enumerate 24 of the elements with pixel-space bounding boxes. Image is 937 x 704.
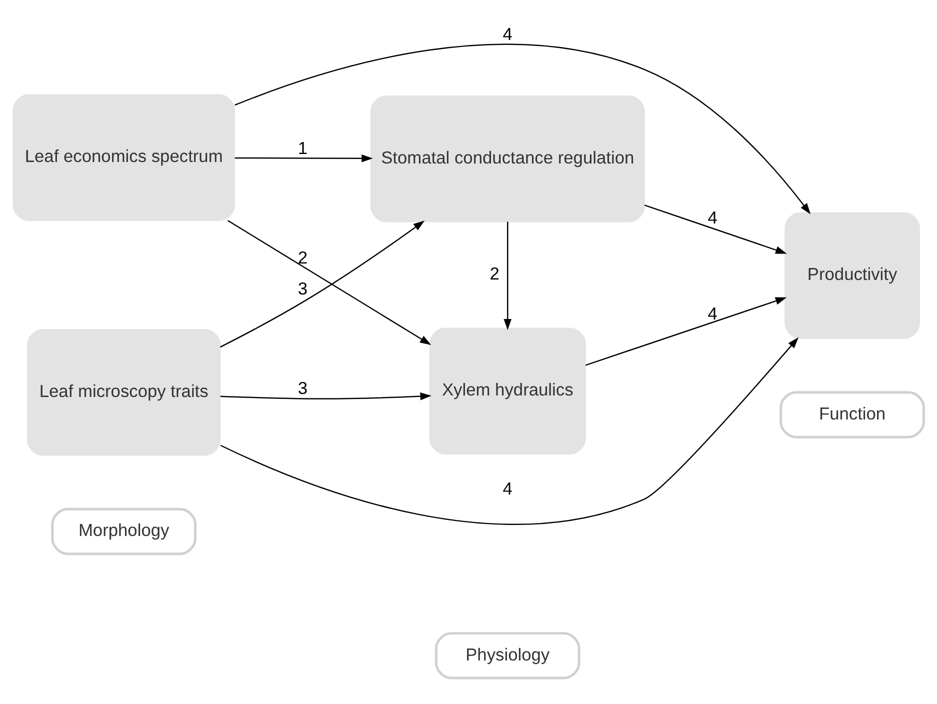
edge-label: 4 [502,478,512,498]
arrow [644,204,787,254]
node-box: Stomatal conductance regulation [370,96,645,222]
node-box: Function [780,391,925,438]
edge-label: 1 [298,138,308,158]
edge-label: 3 [298,378,308,398]
edge-label: 2 [490,264,500,284]
edge-label: 2 [298,247,308,268]
node-box: Physiology [434,632,580,680]
edge-label: 4 [708,303,718,324]
node-box: Productivity [784,212,920,339]
arrow [220,392,432,400]
node-box: Xylem hydraulics [429,328,586,454]
node-box: Morphology [51,508,196,556]
edge-label: 3 [298,278,308,298]
arrow [220,337,799,525]
edge-label: 4 [708,208,718,228]
arrow [234,154,373,162]
node-box: Leaf microscopy traits [26,329,221,456]
arrow [585,297,787,366]
node-box: Leaf economics spectrum [12,94,235,221]
edge-label: 4 [502,24,512,44]
arrow [504,222,512,330]
arrow [234,44,811,214]
